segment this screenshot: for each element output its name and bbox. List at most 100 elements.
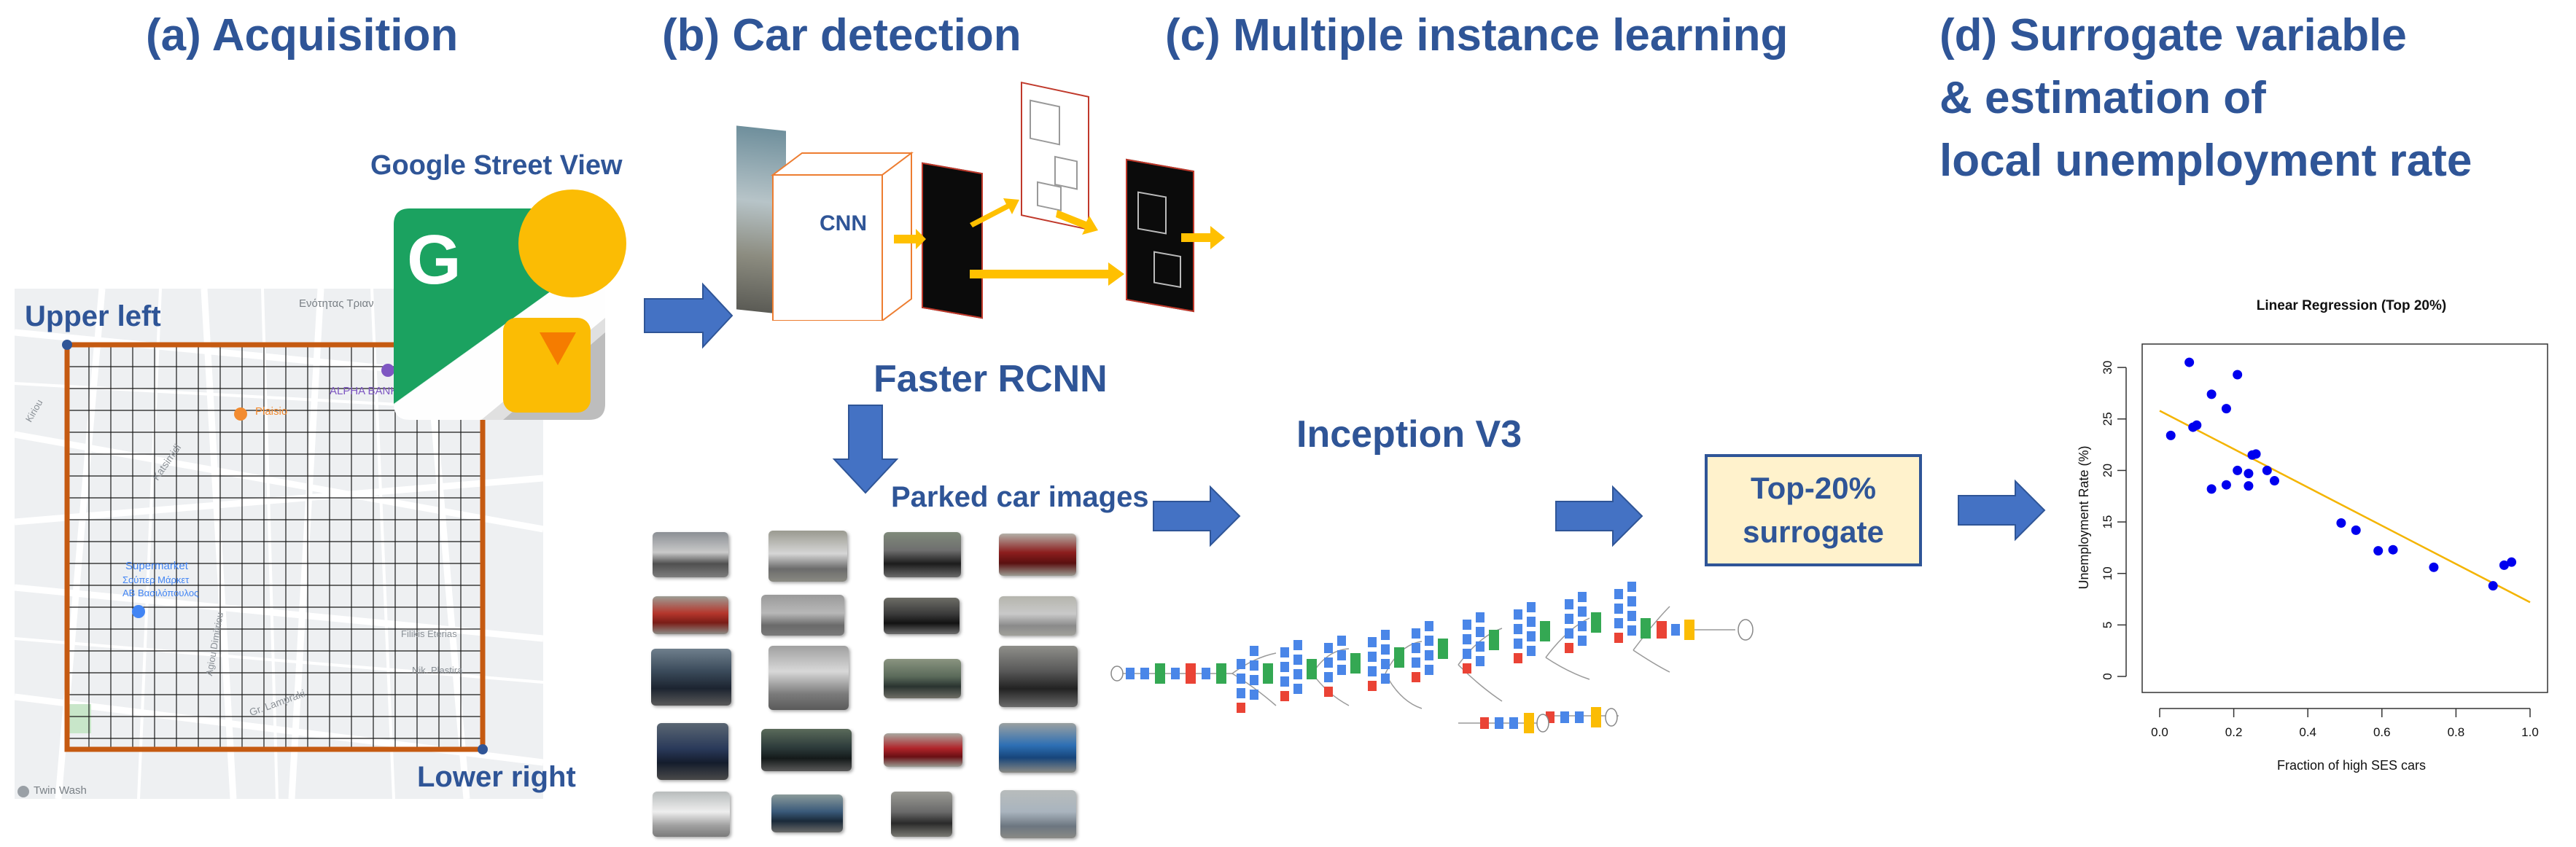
supermarket-pin-icon: [132, 605, 145, 618]
data-point: [2262, 465, 2272, 475]
top20-surrogate-box: Top-20% surrogate: [1705, 454, 1922, 566]
car-photo: [768, 531, 847, 582]
panel-d-title-line2: & estimation of: [1939, 73, 2266, 123]
car-photo: [761, 595, 844, 636]
car-photo: [653, 792, 730, 837]
car-photo: [761, 729, 852, 771]
street-label: Σούπερ Μάρκετ: [122, 574, 190, 585]
data-point: [2429, 562, 2439, 572]
street-label: Supermarket: [125, 560, 188, 572]
car-photo: [884, 598, 960, 634]
car-photo: [768, 646, 849, 710]
flow-arrow-icon: [894, 229, 926, 249]
data-point: [2184, 357, 2195, 367]
data-point: [2206, 389, 2217, 399]
data-point: [2251, 449, 2261, 459]
faster-rcnn-label: Faster RCNN: [873, 358, 1108, 400]
y-tick-label: 0: [2101, 673, 2114, 679]
street-view-logo-icon: G: [394, 187, 627, 427]
bank-pin-icon: [381, 364, 394, 377]
car-photo: [657, 723, 728, 780]
regression-line: [2159, 410, 2531, 604]
lower-right-label: Lower right: [417, 761, 576, 793]
acquisition-grid-border: [64, 342, 486, 752]
panel-a-title: (a) Acquisition: [146, 10, 459, 60]
y-tick-label: 5: [2101, 622, 2114, 628]
car-photo: [999, 723, 1076, 773]
flow-arrows-layer: [894, 198, 1225, 286]
x-tick-label: 1.0: [2521, 725, 2539, 739]
arrow-a-to-b-icon: [644, 282, 734, 349]
shop-pin-icon: [234, 407, 247, 421]
y-axis-label: Unemployment Rate (%): [2077, 445, 2091, 589]
street-label: Twin Wash: [34, 784, 87, 797]
inception-architecture-diagram: [1110, 582, 1754, 733]
car-photo: [884, 532, 961, 577]
data-point: [2206, 484, 2217, 494]
car-photo: [999, 534, 1076, 576]
x-axis-label: Fraction of high SES cars: [2277, 758, 2426, 773]
data-point: [2351, 525, 2361, 535]
street-label: Ενότητας Τριαν: [299, 297, 374, 310]
car-photo: [651, 649, 731, 706]
flow-arrow-icon: [1056, 210, 1098, 235]
inception-v3-label: Inception V3: [1296, 413, 1522, 456]
chart-title: Linear Regression (Top 20%): [2257, 298, 2446, 313]
car-photo: [999, 596, 1076, 636]
upper-left-label: Upper left: [25, 300, 161, 332]
arrow-down-icon: [832, 405, 899, 494]
data-point: [2221, 404, 2231, 414]
arrow-to-chart-icon: [1958, 479, 2046, 542]
data-point: [2269, 476, 2279, 486]
street-label: Nik. Plastira: [412, 665, 463, 676]
data-point: [2373, 546, 2384, 556]
panel-b-title: (b) Car detection: [662, 10, 1022, 60]
panel-d-title-line1: (d) Surrogate variable: [1939, 10, 2407, 60]
arrow-to-inception-icon: [1153, 485, 1241, 547]
panel-d-title-line3: local unemployment rate: [1939, 136, 2472, 186]
car-photo: [884, 733, 962, 767]
data-point: [2233, 370, 2243, 380]
car-photo: [884, 659, 961, 698]
surrogate-line2: surrogate: [1743, 515, 1884, 549]
y-tick-label: 25: [2101, 412, 2114, 426]
carwash-pin-icon: [17, 786, 29, 797]
x-tick-label: 0.4: [2299, 725, 2316, 739]
data-point: [2244, 481, 2254, 491]
car-photo: [999, 646, 1078, 707]
data-point: [2166, 430, 2176, 440]
panel-c-title: (c) Multiple instance learning: [1165, 10, 1789, 60]
flow-arrow-icon: [1181, 226, 1225, 249]
google-street-view-label: Google Street View: [370, 150, 623, 181]
y-tick-label: 30: [2101, 361, 2114, 375]
data-point: [2244, 469, 2254, 479]
parked-car-images-label: Parked car images: [891, 481, 1149, 513]
data-point: [2507, 557, 2517, 567]
upper-left-marker: [62, 340, 72, 350]
car-photo: [1000, 790, 1076, 838]
street-label: Plaisio: [255, 405, 288, 418]
data-point: [2499, 560, 2509, 570]
street-label: Filikis Eterias: [401, 628, 457, 639]
street-view-logo-letter: G: [407, 221, 462, 299]
flow-arrow-icon: [970, 262, 1124, 286]
data-point: [2488, 581, 2498, 591]
data-point: [2336, 518, 2346, 528]
car-photo: [653, 532, 728, 577]
arrow-to-surrogate-icon: [1555, 485, 1643, 547]
data-point: [2221, 480, 2231, 490]
car-photo: [771, 795, 843, 832]
cnn-label: CNN: [820, 211, 867, 235]
plot-area: [2141, 343, 2548, 693]
y-tick-label: 15: [2101, 515, 2114, 529]
x-tick-label: 0.8: [2448, 725, 2465, 739]
panel-d-title: (d) Surrogate variable & estimation of l…: [1939, 4, 2472, 192]
car-photo: [653, 596, 728, 634]
y-tick-label: 20: [2101, 464, 2114, 477]
x-tick-label: 0.0: [2151, 725, 2168, 739]
car-photo: [891, 792, 952, 837]
x-tick-label: 0.2: [2225, 725, 2243, 739]
street-label: ΑΒ Βασιλόπουλος: [122, 588, 199, 598]
